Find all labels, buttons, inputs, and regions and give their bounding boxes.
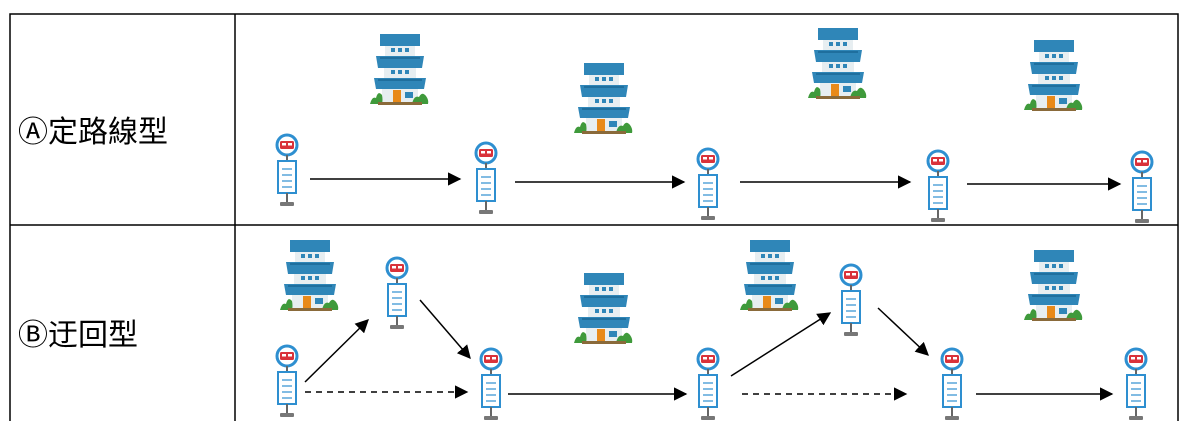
- bus-stop-icon: [926, 149, 950, 224]
- row-b-arrows: [304, 299, 1114, 401]
- table-border: [9, 13, 1179, 421]
- row-a-houses: [369, 27, 1084, 135]
- bus-stop-icon: [1130, 150, 1154, 225]
- bus-stop-icon: [479, 347, 503, 421]
- house-icon: [1023, 39, 1084, 112]
- bus-stop-icon: [275, 344, 299, 419]
- house-icon: [1023, 249, 1084, 322]
- bus-stop-icon: [839, 263, 863, 338]
- bus-stop-icon: [385, 256, 409, 331]
- bus-stop-icon: [474, 141, 498, 216]
- bus-stop-icon: [696, 347, 720, 421]
- house-icon: [279, 239, 340, 312]
- house-icon: [739, 239, 800, 312]
- route-arrow: [730, 312, 832, 377]
- bus-stop-icon: [275, 133, 299, 208]
- row-a-arrows: [310, 172, 1122, 191]
- route-arrow: [304, 319, 369, 383]
- route-arrow: [419, 299, 471, 360]
- house-icon: [573, 272, 634, 345]
- route-arrow: [877, 307, 929, 356]
- bus-stop-icon: [1124, 347, 1148, 421]
- row-label-fixed-route: Ⓐ定路線型: [18, 115, 168, 150]
- house-icon: [573, 62, 634, 135]
- house-icon: [369, 33, 430, 106]
- row-b-stops: [275, 256, 1148, 421]
- house-icon: [807, 27, 868, 100]
- bus-stop-icon: [696, 147, 720, 222]
- bus-stop-icon: [940, 347, 964, 421]
- row-label-detour: Ⓑ迂回型: [18, 318, 138, 353]
